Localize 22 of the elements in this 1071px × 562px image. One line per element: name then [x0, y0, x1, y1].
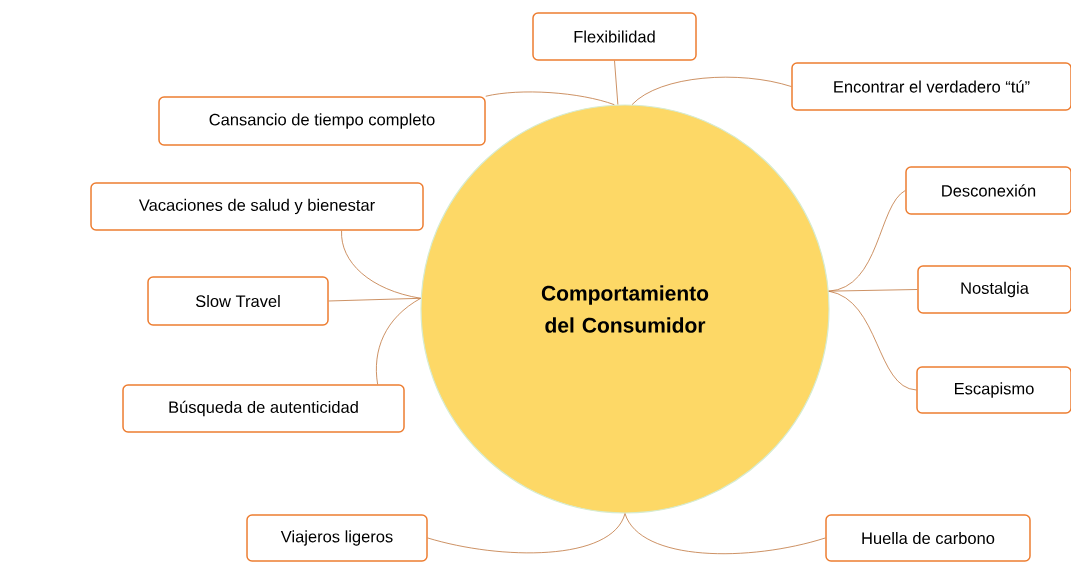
idea-box: Desconexión: [905, 166, 1071, 215]
idea-box: Búsqueda de autenticidad: [122, 384, 405, 433]
connector-line: [427, 513, 626, 554]
connector-line: [485, 91, 615, 106]
connector-line: [614, 60, 619, 105]
idea-box: Escapismo: [916, 366, 1071, 414]
idea-box: Slow Travel: [147, 276, 329, 326]
connector-line: [828, 190, 906, 292]
connector-line: [828, 290, 917, 391]
idea-box: Encontrar el verdadero “tú”: [791, 62, 1071, 111]
idea-box: Vacaciones de salud y bienestar: [90, 182, 424, 231]
idea-box: Nostalgia: [917, 265, 1071, 314]
idea-box: Flexibilidad: [532, 12, 697, 61]
connector-line: [341, 230, 422, 299]
connector-line: [376, 297, 422, 385]
connector-line: [631, 76, 792, 105]
connector-line: [624, 513, 826, 555]
idea-box: Cansancio de tiempo completo: [158, 96, 486, 146]
idea-box: Huella de carbono: [825, 514, 1031, 562]
connector-line: [328, 297, 422, 302]
idea-box: Viajeros ligeros: [246, 514, 428, 562]
connector-line: [828, 289, 918, 292]
